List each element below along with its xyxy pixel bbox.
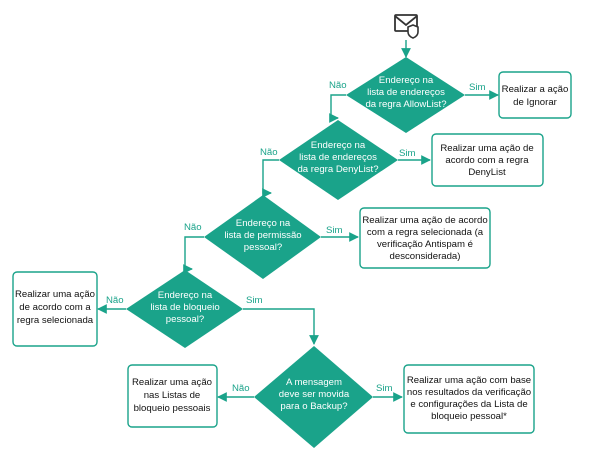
action-denylist-rule: Realizar uma ação de acordo com a regra … [431,133,544,187]
action-label: Realizar a ação [502,84,569,95]
decision-label: deve ser movida [279,389,350,400]
action-label: acordo com a regra [445,155,529,166]
branch-label-no: Não [260,147,278,158]
decision-label: da regra AllowList? [365,99,446,110]
action-label: de Ignorar [513,97,558,108]
decision-label: lista de endereços [299,152,377,163]
decision-label: pessoal? [244,242,282,253]
decision-label: da regra DenyList? [297,164,378,175]
connectors [97,40,499,402]
action-label: nas Listas de [144,390,201,401]
action-label: Realizar uma ação [15,289,95,300]
action-label: regra selecionada [17,315,94,326]
action-label: de acordo com a [19,302,91,313]
action-selected-rule: Realizar uma ação de acordo com a regra … [12,271,98,347]
action-label: e configurações da Lista de [410,399,527,410]
decision-move-to-backup: A mensagem deve ser movida para o Backup… [254,346,373,448]
action-label: verificação Antispam é [377,239,473,250]
branch-label-yes: Sim [469,82,486,93]
branch-label-yes: Sim [399,148,416,159]
decision-label: Endereço na [158,290,213,301]
decision-personal-allowlist: Endereço na lista de permissão pessoal? [204,195,321,279]
decision-label: Endereço na [311,140,366,151]
action-label: Realizar uma ação com base [407,375,531,386]
action-label: Realizar uma ação de acordo [362,215,487,226]
connector-d3-no [183,236,204,274]
branch-label-no: Não [232,383,250,394]
action-scan-results: Realizar uma ação com base nos resultado… [403,364,535,434]
action-label: Realizar uma ação [132,377,212,388]
branch-label-no: Não [106,295,124,306]
action-label: DenyList [468,167,506,178]
branch-label-yes: Sim [376,383,393,394]
decision-allowlist: Endereço na lista de endereços da regra … [346,57,465,133]
action-ignore: Realizar a ação de Ignorar [498,71,572,119]
decision-label: para o Backup? [280,401,347,412]
action-personal-blocklists: Realizar uma ação nas Listas de bloqueio… [127,364,218,428]
branch-label-no: Não [329,80,347,91]
decision-personal-blocklist: Endereço na lista de bloqueio pessoal? [126,270,243,348]
branch-label-yes: Sim [326,225,343,236]
connector-d4-yes [243,308,319,345]
mail-shield-icon [394,14,419,39]
action-label: desconsiderada) [390,251,461,262]
branch-label-yes: Sim [246,295,263,306]
action-label: bloqueio pessoais [134,403,211,414]
decision-label: lista de permissão [224,230,301,241]
decision-label: lista de bloqueio [150,302,219,313]
connector-d1-no [329,94,346,123]
branch-label-no: Não [184,222,202,233]
decision-label: pessoal? [166,314,204,325]
decision-label: Endereço na [379,75,434,86]
action-selected-rule-antispam: Realizar uma ação de acordo com a regra … [359,207,491,269]
connector-d2-no [262,159,279,198]
action-label: com a regra selecionada (a [367,227,484,238]
action-label: Realizar uma ação de [440,143,533,154]
decision-label: lista de endereços [367,87,445,98]
decision-denylist: Endereço na lista de endereços da regra … [279,120,398,200]
action-label: nos resultados da verificação [407,387,531,398]
action-label: bloqueio pessoal* [431,411,507,422]
decision-label: Endereço na [236,218,291,229]
decision-label: A mensagem [286,377,342,388]
